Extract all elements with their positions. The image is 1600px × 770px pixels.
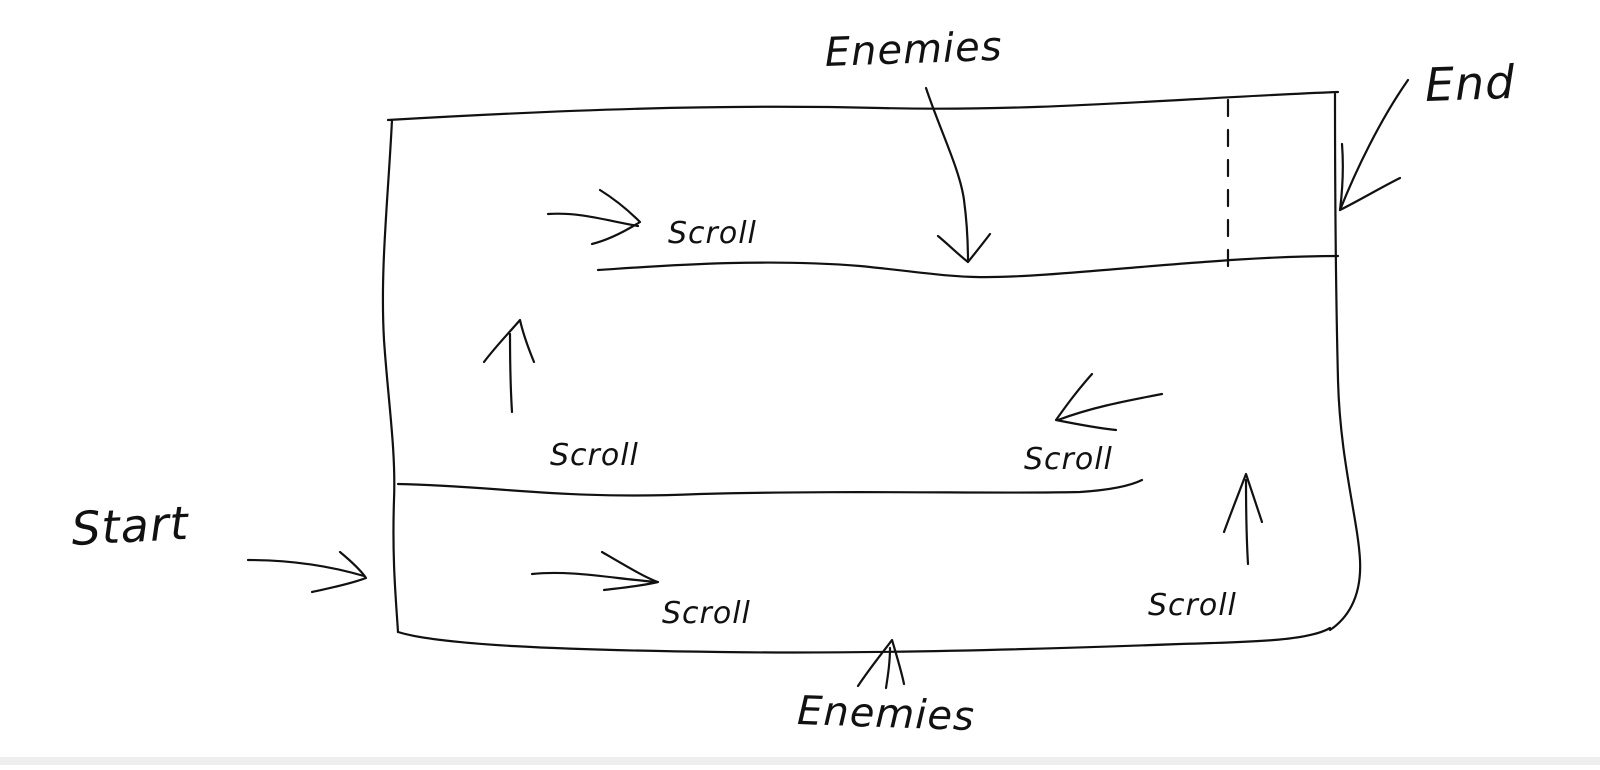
scroll-arrow-bottom-left-head	[600, 550, 660, 592]
enemies-top-arrow-head	[936, 232, 992, 264]
scroll-arrow-top	[546, 212, 640, 228]
label-scroll-mid-left: Scroll	[550, 438, 639, 473]
scroll-arrow-up-left-head	[482, 318, 536, 364]
scroll-arrow-up-right	[1244, 478, 1250, 566]
start-arrow	[246, 558, 366, 578]
scroll-arrow-bottom-left	[530, 571, 658, 584]
level-border-top	[386, 90, 1340, 122]
scroll-arrow-mid-left	[1056, 392, 1164, 422]
scroll-arrow-up-right-head	[1222, 472, 1264, 534]
scroll-arrow-up-left	[508, 332, 514, 414]
level-border-bottom	[396, 626, 1332, 654]
divider-upper	[596, 254, 1340, 279]
scroll-arrow-mid-left-head	[1054, 372, 1118, 432]
end-arrow	[1338, 78, 1410, 212]
scroll-arrow-top-head	[590, 188, 642, 246]
enemies-bottom-arrow-head	[856, 638, 906, 688]
divider-lower	[396, 478, 1144, 497]
bottom-strip	[0, 757, 1600, 765]
label-enemies-top: Enemies	[824, 23, 1004, 76]
label-scroll-top: Scroll	[668, 216, 757, 251]
label-start: Start	[70, 495, 191, 556]
label-enemies-bottom: Enemies	[796, 688, 976, 741]
end-arrow-head	[1338, 142, 1402, 212]
label-scroll-bottom-right: Scroll	[1148, 588, 1237, 623]
level-border-left	[381, 118, 400, 634]
label-scroll-bottom-left: Scroll	[662, 596, 751, 631]
start-arrow-head	[310, 550, 368, 594]
level-border-right	[1328, 92, 1362, 632]
label-end: End	[1424, 54, 1517, 112]
label-scroll-mid-right: Scroll	[1024, 442, 1113, 477]
enemies-bottom-arrow	[884, 646, 892, 690]
enemies-top-arrow	[924, 86, 970, 264]
